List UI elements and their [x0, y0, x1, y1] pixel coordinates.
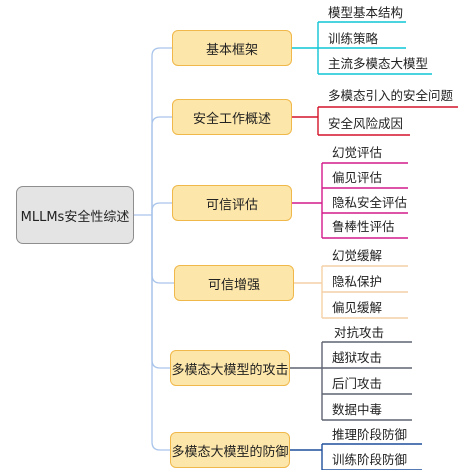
branch-node-defenses: 多模态大模型的防御: [170, 432, 290, 468]
leaf-training-defense: 训练阶段防御: [332, 452, 408, 467]
leaf-backdoor-attack: 后门攻击: [332, 376, 383, 391]
branch-label: 基本框架: [205, 42, 258, 58]
leaf-bias-eval: 偏见评估: [332, 170, 383, 185]
leaf-risk-causes: 安全风险成因: [328, 116, 404, 131]
branch-connector: [151, 116, 172, 215]
branch-label: 安全工作概述: [192, 111, 271, 127]
leaf-privacy-protection: 隐私保护: [332, 274, 383, 289]
leaf-mainstream-mllms: 主流多模态大模型: [328, 56, 429, 71]
leaf-inference-defense: 推理阶段防御: [332, 427, 408, 442]
leaf-multimodal-safety-issues: 多模态引入的安全问题: [328, 88, 454, 103]
branch-label: 多模态大模型的攻击: [171, 362, 289, 378]
leaf-hallucination-eval: 幻觉评估: [332, 145, 383, 160]
branch-node-safety-overview: 安全工作概述: [172, 99, 292, 135]
branch-connector: [151, 215, 170, 369]
leaf-training-strategy: 训练策略: [328, 31, 379, 46]
leaf-privacy-eval: 隐私安全评估: [332, 195, 408, 210]
branch-connector: [151, 215, 170, 451]
leaf-bias-mitigation: 偏见缓解: [332, 300, 383, 315]
branch-node-attacks: 多模态大模型的攻击: [170, 350, 290, 386]
branch-connector: [151, 47, 172, 215]
root-label: MLLMs安全性综述: [20, 209, 130, 225]
leaf-robustness-eval: 鲁棒性评估: [332, 219, 395, 234]
branch-node-trust-enhancement: 可信增强: [174, 265, 294, 301]
leaf-adversarial-attack: 对抗攻击: [334, 325, 385, 340]
branch-label: 多模态大模型的防御: [171, 444, 289, 460]
branch-connector: [151, 202, 172, 215]
branch-label: 可信评估: [205, 197, 258, 213]
branch-connector: [151, 215, 174, 284]
root-node: MLLMs安全性综述: [16, 186, 134, 244]
branch-node-trust-evaluation: 可信评估: [172, 185, 292, 221]
leaf-hallucination-mitigation: 幻觉缓解: [332, 248, 383, 263]
leaf-jailbreak-attack: 越狱攻击: [332, 350, 383, 365]
branch-node-basic-framework: 基本框架: [172, 30, 292, 66]
leaf-data-poisoning: 数据中毒: [332, 402, 383, 417]
leaf-model-structure: 模型基本结构: [328, 5, 404, 20]
branch-label: 可信增强: [207, 277, 260, 293]
